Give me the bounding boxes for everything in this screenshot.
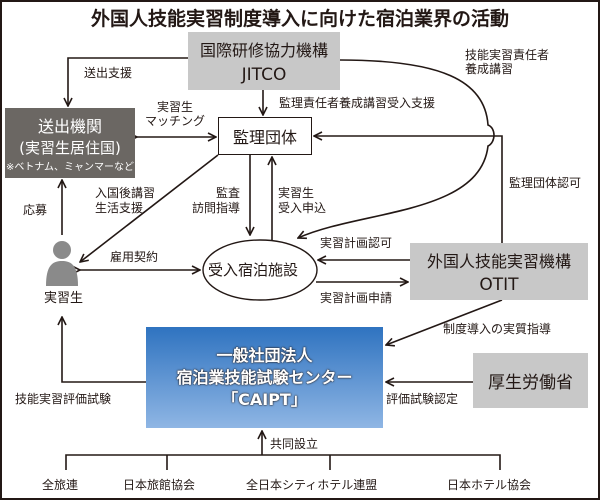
label-plan-approval: 実習計画認可	[320, 236, 393, 250]
facility-label: 受入宿泊施設	[208, 261, 299, 279]
founders-bus	[65, 454, 501, 470]
supervising-org-name: 監理団体	[232, 128, 297, 147]
person-icon	[46, 241, 78, 286]
founder-3: 日本ホテル協会	[447, 478, 532, 492]
label-matching-1: 実習生	[157, 100, 194, 114]
label-org-approval: 監理団体認可	[509, 176, 582, 190]
label-joint: 共同設立	[270, 437, 319, 451]
label-training-support: 監理責任者養成講習受入支援	[279, 96, 436, 110]
label-application-2: 受入申込	[278, 201, 327, 215]
sending-org-note: ※ベトナム、ミャンマーなど	[5, 162, 135, 173]
label-send-support: 送出支援	[84, 66, 133, 80]
sending-org-box: 送出機関 (実習生居住国) ※ベトナム、ミャンマーなど	[5, 108, 135, 178]
caipt-box: 一般社団法人 宿泊業技能試験センター 「CAIPT」	[146, 327, 383, 428]
sending-org-name: 送出機関	[37, 117, 102, 136]
edge-post-entry	[80, 154, 219, 262]
label-exam-cert: 評価試験認定	[386, 392, 459, 406]
caipt-type: 一般社団法人	[216, 345, 313, 365]
edge-org-approval	[314, 136, 503, 243]
label-guidance: 制度導入の実質指導	[443, 322, 552, 336]
sending-org-country: (実習生居住国)	[19, 139, 121, 157]
trainee-label: 実習生	[44, 291, 84, 306]
label-apply: 応募	[23, 203, 48, 217]
label-skill-exam: 技能実習評価試験	[15, 392, 112, 406]
label-audit-1: 監査	[216, 186, 241, 200]
founder-0: 全旅連	[42, 478, 79, 492]
otit-box: 外国人技能実習機構 OTIT	[410, 243, 588, 300]
label-application-1: 実習生	[278, 186, 315, 200]
jitco-box: 国際研修協力機構 JITCO	[188, 32, 340, 90]
founder-2: 全日本シティホテル連盟	[246, 478, 378, 492]
caipt-abbr: 「CAIPT」	[222, 389, 307, 409]
label-plan-application: 実習計画申請	[320, 291, 393, 305]
label-employment: 雇用契約	[110, 250, 159, 264]
edge-guidance	[386, 299, 503, 345]
edge-skill-exam	[62, 317, 146, 383]
facility-ellipse	[202, 239, 318, 301]
supervising-org-box: 監理団体	[218, 117, 312, 155]
label-matching-2: マッチング	[145, 114, 206, 128]
edge-send-support	[68, 57, 188, 106]
mhlw-name: 厚生労働省	[488, 373, 573, 393]
label-post-entry-1: 入国後講習	[95, 186, 156, 200]
otit-abbr: OTIT	[479, 275, 519, 295]
edge-responsible-training	[298, 59, 495, 238]
jitco-name: 国際研修協力機構	[199, 41, 328, 60]
mhlw-box: 厚生労働省	[473, 353, 588, 408]
label-responsible-training-1: 技能実習責任者	[465, 48, 550, 62]
founder-1: 日本旅館協会	[123, 478, 196, 492]
otit-name: 外国人技能実習機構	[426, 252, 571, 271]
label-audit-2: 訪問指導	[192, 201, 241, 215]
label-post-entry-2: 生活支援	[95, 201, 144, 215]
label-responsible-training-2: 養成講習	[465, 62, 514, 76]
jitco-abbr: JITCO	[241, 65, 287, 85]
diagram-title: 外国人技能実習制度導入に向けた宿泊業界の活動	[90, 8, 509, 30]
caipt-name: 宿泊業技能試験センター	[176, 367, 353, 387]
